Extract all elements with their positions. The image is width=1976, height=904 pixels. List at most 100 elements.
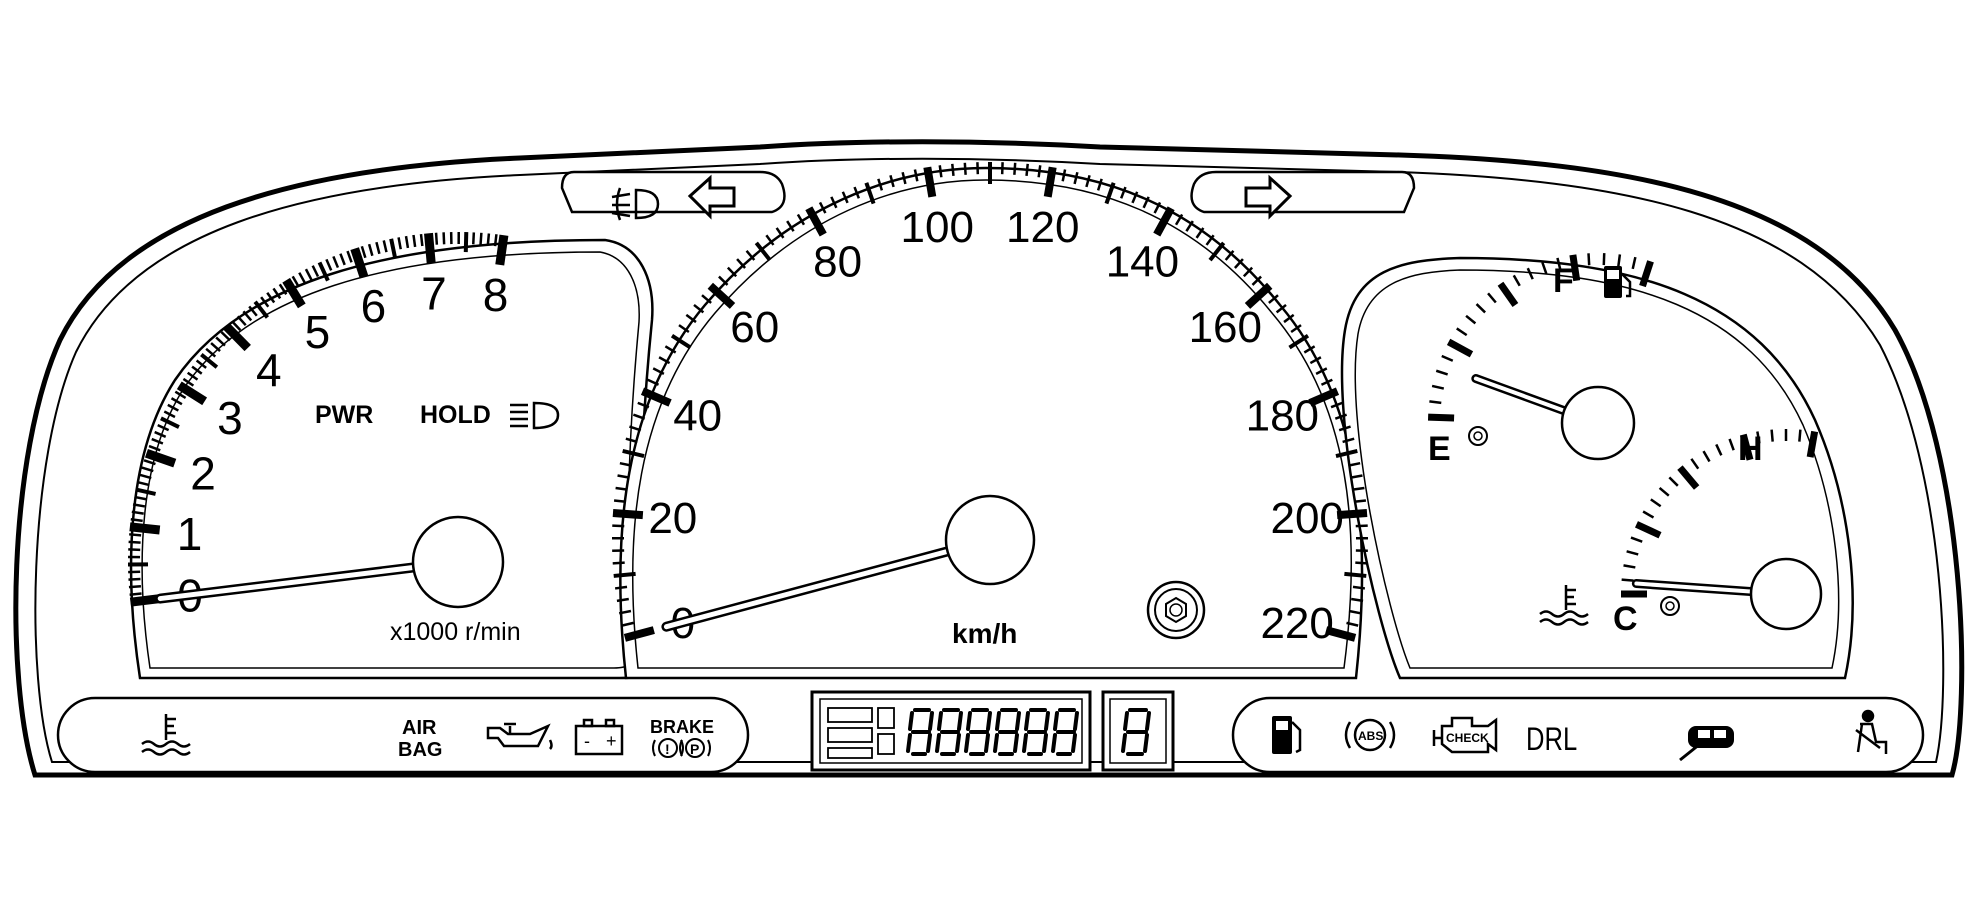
dial-numeral: 8	[483, 269, 509, 321]
lcd-segment	[1125, 713, 1127, 729]
lcd-segment	[968, 713, 970, 729]
minor-tick	[128, 579, 140, 580]
minor-tick	[1589, 253, 1590, 265]
airbag-warning-line1: AIR	[402, 717, 437, 739]
hold-indicator: HOLD	[420, 401, 491, 429]
tachometer-unit: x1000 r/min	[390, 618, 521, 646]
lcd-segment	[1123, 735, 1125, 751]
brake-warning-label: BRAKE	[650, 717, 714, 737]
dial-numeral: 60	[730, 303, 779, 352]
dial-numeral: 120	[1006, 203, 1079, 252]
dial-numeral: 140	[1106, 238, 1179, 287]
lcd-segment	[937, 735, 939, 751]
minor-tick	[952, 164, 953, 176]
abs-label: ABS	[1358, 729, 1383, 743]
lcd-segment	[1044, 735, 1046, 751]
minor-tick	[1799, 430, 1800, 442]
lcd-segment	[988, 713, 990, 729]
tachometer-hub	[413, 517, 503, 607]
minor-tick	[1353, 587, 1365, 589]
left-indicator-pod	[562, 172, 784, 212]
lcd-segment	[910, 713, 912, 729]
minor-tick	[436, 233, 437, 245]
lcd-segment	[959, 713, 961, 729]
lcd-segment	[1015, 735, 1017, 751]
minor-tick	[1027, 164, 1028, 176]
lcd-segment	[1055, 713, 1057, 729]
lcd-segment	[1075, 713, 1077, 729]
dial-numeral: 180	[1246, 392, 1319, 441]
fuel-hub	[1562, 387, 1634, 459]
fuel-full-label: F	[1553, 262, 1574, 300]
lcd-segment	[1145, 735, 1147, 751]
minor-tick	[616, 488, 628, 490]
dial-numeral: 200	[1270, 494, 1343, 543]
dial-numeral: 80	[813, 238, 862, 287]
right-indicator-pod	[1192, 172, 1414, 212]
minor-tick	[481, 233, 482, 245]
minor-tick	[129, 534, 141, 535]
major-tick	[429, 233, 432, 263]
battery-plus: +	[606, 731, 617, 751]
lcd-segment	[939, 713, 941, 729]
brake-sub-2: P	[690, 741, 699, 757]
dial-numeral: 220	[1260, 599, 1333, 648]
lcd-segment	[1024, 735, 1026, 751]
dial-numeral: 20	[648, 494, 697, 543]
dial-numeral: 6	[361, 280, 387, 332]
battery-minus: -	[584, 731, 590, 751]
lcd-segment	[1026, 713, 1028, 729]
major-tick	[130, 527, 160, 530]
minor-tick	[940, 165, 942, 177]
major-tick	[500, 235, 504, 265]
major-tick	[1428, 417, 1454, 418]
fuel-empty-label: E	[1428, 430, 1451, 468]
pwr-indicator: PWR	[315, 401, 373, 429]
minor-tick	[444, 232, 445, 244]
lcd-segment	[1147, 713, 1149, 729]
minor-tick	[1344, 574, 1366, 576]
minor-tick	[1772, 430, 1773, 442]
trip-reset-knob[interactable]	[1148, 582, 1204, 638]
major-tick	[613, 513, 643, 515]
lcd-segment	[1053, 735, 1055, 751]
temp-hub	[1751, 559, 1821, 629]
lcd-segment	[995, 735, 997, 751]
lcd-segment	[997, 713, 999, 729]
dial-numeral: 100	[901, 203, 974, 252]
minor-tick	[131, 519, 143, 521]
minor-tick	[614, 500, 626, 501]
minor-tick	[1354, 500, 1366, 501]
right-warning-strip	[1233, 698, 1923, 772]
lcd-segment	[1073, 735, 1075, 751]
minor-tick	[413, 235, 415, 247]
temp-hot-label: H	[1738, 430, 1763, 468]
minor-tick	[614, 574, 636, 576]
lcd-segment	[966, 735, 968, 751]
dial-numeral: 4	[256, 344, 282, 396]
dial-numeral: 5	[305, 306, 331, 358]
lcd-segment	[908, 735, 910, 751]
lcd-segment	[930, 713, 932, 729]
check-engine-label: CHECK	[1446, 731, 1489, 745]
minor-tick	[129, 542, 141, 543]
minor-tick	[615, 587, 627, 589]
minor-tick	[965, 163, 966, 175]
lcd-segment	[1017, 713, 1019, 729]
major-tick	[927, 167, 932, 197]
minor-tick	[1622, 580, 1634, 581]
major-tick	[1810, 432, 1815, 458]
minor-tick	[473, 232, 474, 244]
minor-tick	[1014, 163, 1015, 175]
minor-tick	[1355, 563, 1367, 564]
dial-numeral: 40	[673, 392, 722, 441]
lcd-segment	[986, 735, 988, 751]
minor-tick	[466, 232, 467, 252]
dial-numeral: 1	[177, 508, 203, 560]
minor-tick	[1039, 165, 1041, 177]
dial-numeral: 7	[421, 268, 447, 320]
minor-tick	[130, 594, 142, 595]
major-tick	[1048, 167, 1053, 197]
